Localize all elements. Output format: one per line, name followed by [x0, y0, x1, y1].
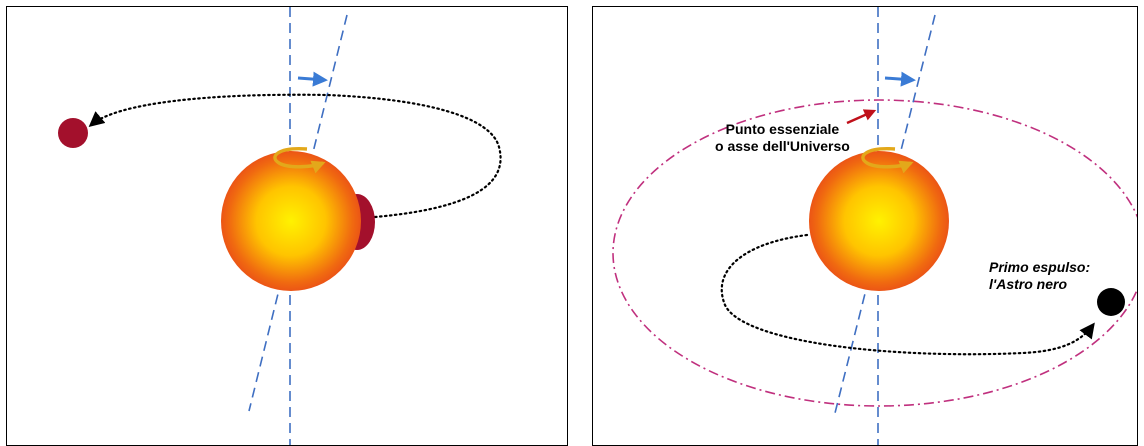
red-planet-icon: [58, 118, 88, 148]
essential-point-label: Punto essenziale o asse dell'Universo: [715, 121, 850, 155]
dotted-orbit-path: [720, 233, 1095, 356]
dotted-orbit-path: [88, 93, 502, 219]
essential-point-label-line-1: Punto essenziale: [725, 121, 840, 137]
diagram-left-canvas: [58, 7, 502, 445]
tilted-axis-line: [248, 14, 348, 412]
diagram-panel-right: Punto essenziale o asse dell'Universo Pr…: [592, 6, 1138, 446]
universe-orbit-ellipse: [612, 99, 1137, 407]
sun-sphere-icon: [221, 151, 361, 291]
essential-point-pointer-arrow: [846, 109, 877, 125]
diagram-panel-left: [6, 6, 568, 446]
first-expelled-label: Primo espulso: l'Astro nero: [989, 259, 1090, 293]
axis-shift-arrow-icon: [297, 71, 328, 87]
axis-shift-arrow-icon: [884, 71, 916, 87]
sun-sphere-icon: [809, 151, 949, 291]
rotation-arrow-icon: [861, 147, 914, 174]
first-expelled-label-line-1: Primo espulso:: [989, 259, 1091, 275]
black-star-icon: [1097, 288, 1125, 316]
essential-point-label-line-2: o asse dell'Universo: [715, 138, 850, 154]
rotation-arrow-icon: [273, 147, 326, 174]
diagram-right-canvas: [612, 7, 1137, 445]
first-expelled-label-line-2: l'Astro nero: [989, 276, 1068, 292]
tilted-axis-line: [834, 14, 936, 414]
